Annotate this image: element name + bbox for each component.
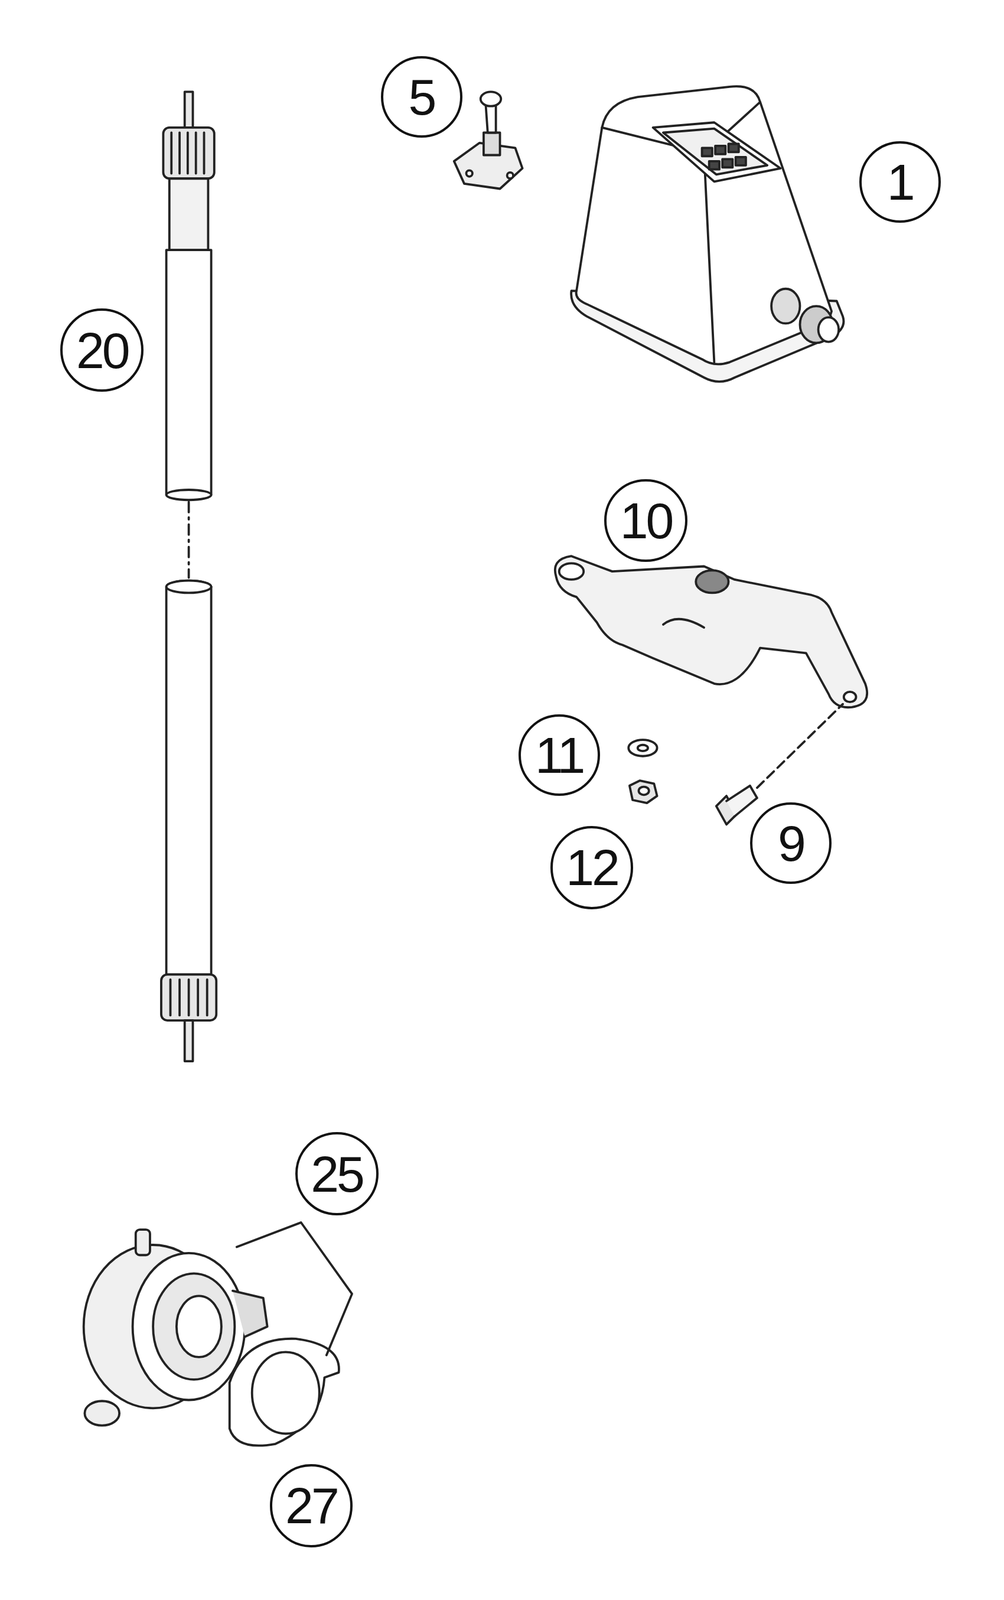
toggle-switch [454, 91, 523, 189]
callout-number: 5 [380, 56, 463, 138]
speedo-cable [161, 91, 217, 1061]
callout-number: 9 [750, 802, 832, 884]
callout-text: 5 [408, 71, 435, 123]
callout-text: 11 [535, 729, 583, 781]
callout-number: 12 [550, 825, 634, 909]
callout-text: 25 [310, 1148, 363, 1199]
callout-text: 9 [777, 817, 804, 869]
callout-number: 10 [604, 478, 688, 563]
callout-text: 27 [285, 1479, 338, 1531]
mounting-bracket [555, 555, 867, 707]
callout-number: 20 [60, 308, 144, 392]
nut [629, 780, 658, 803]
trip-computer-housing [571, 86, 844, 382]
callout-number: 25 [295, 1131, 379, 1215]
gasket [229, 1338, 339, 1446]
callout-text: 10 [620, 494, 673, 546]
callout-text: 1 [887, 156, 914, 208]
callout-number: 27 [269, 1463, 354, 1547]
callout-number: 11 [518, 714, 601, 796]
callout-text: 12 [565, 841, 618, 893]
callout-number: 1 [859, 141, 941, 223]
washer [628, 739, 657, 756]
callout-text: 20 [76, 324, 129, 376]
